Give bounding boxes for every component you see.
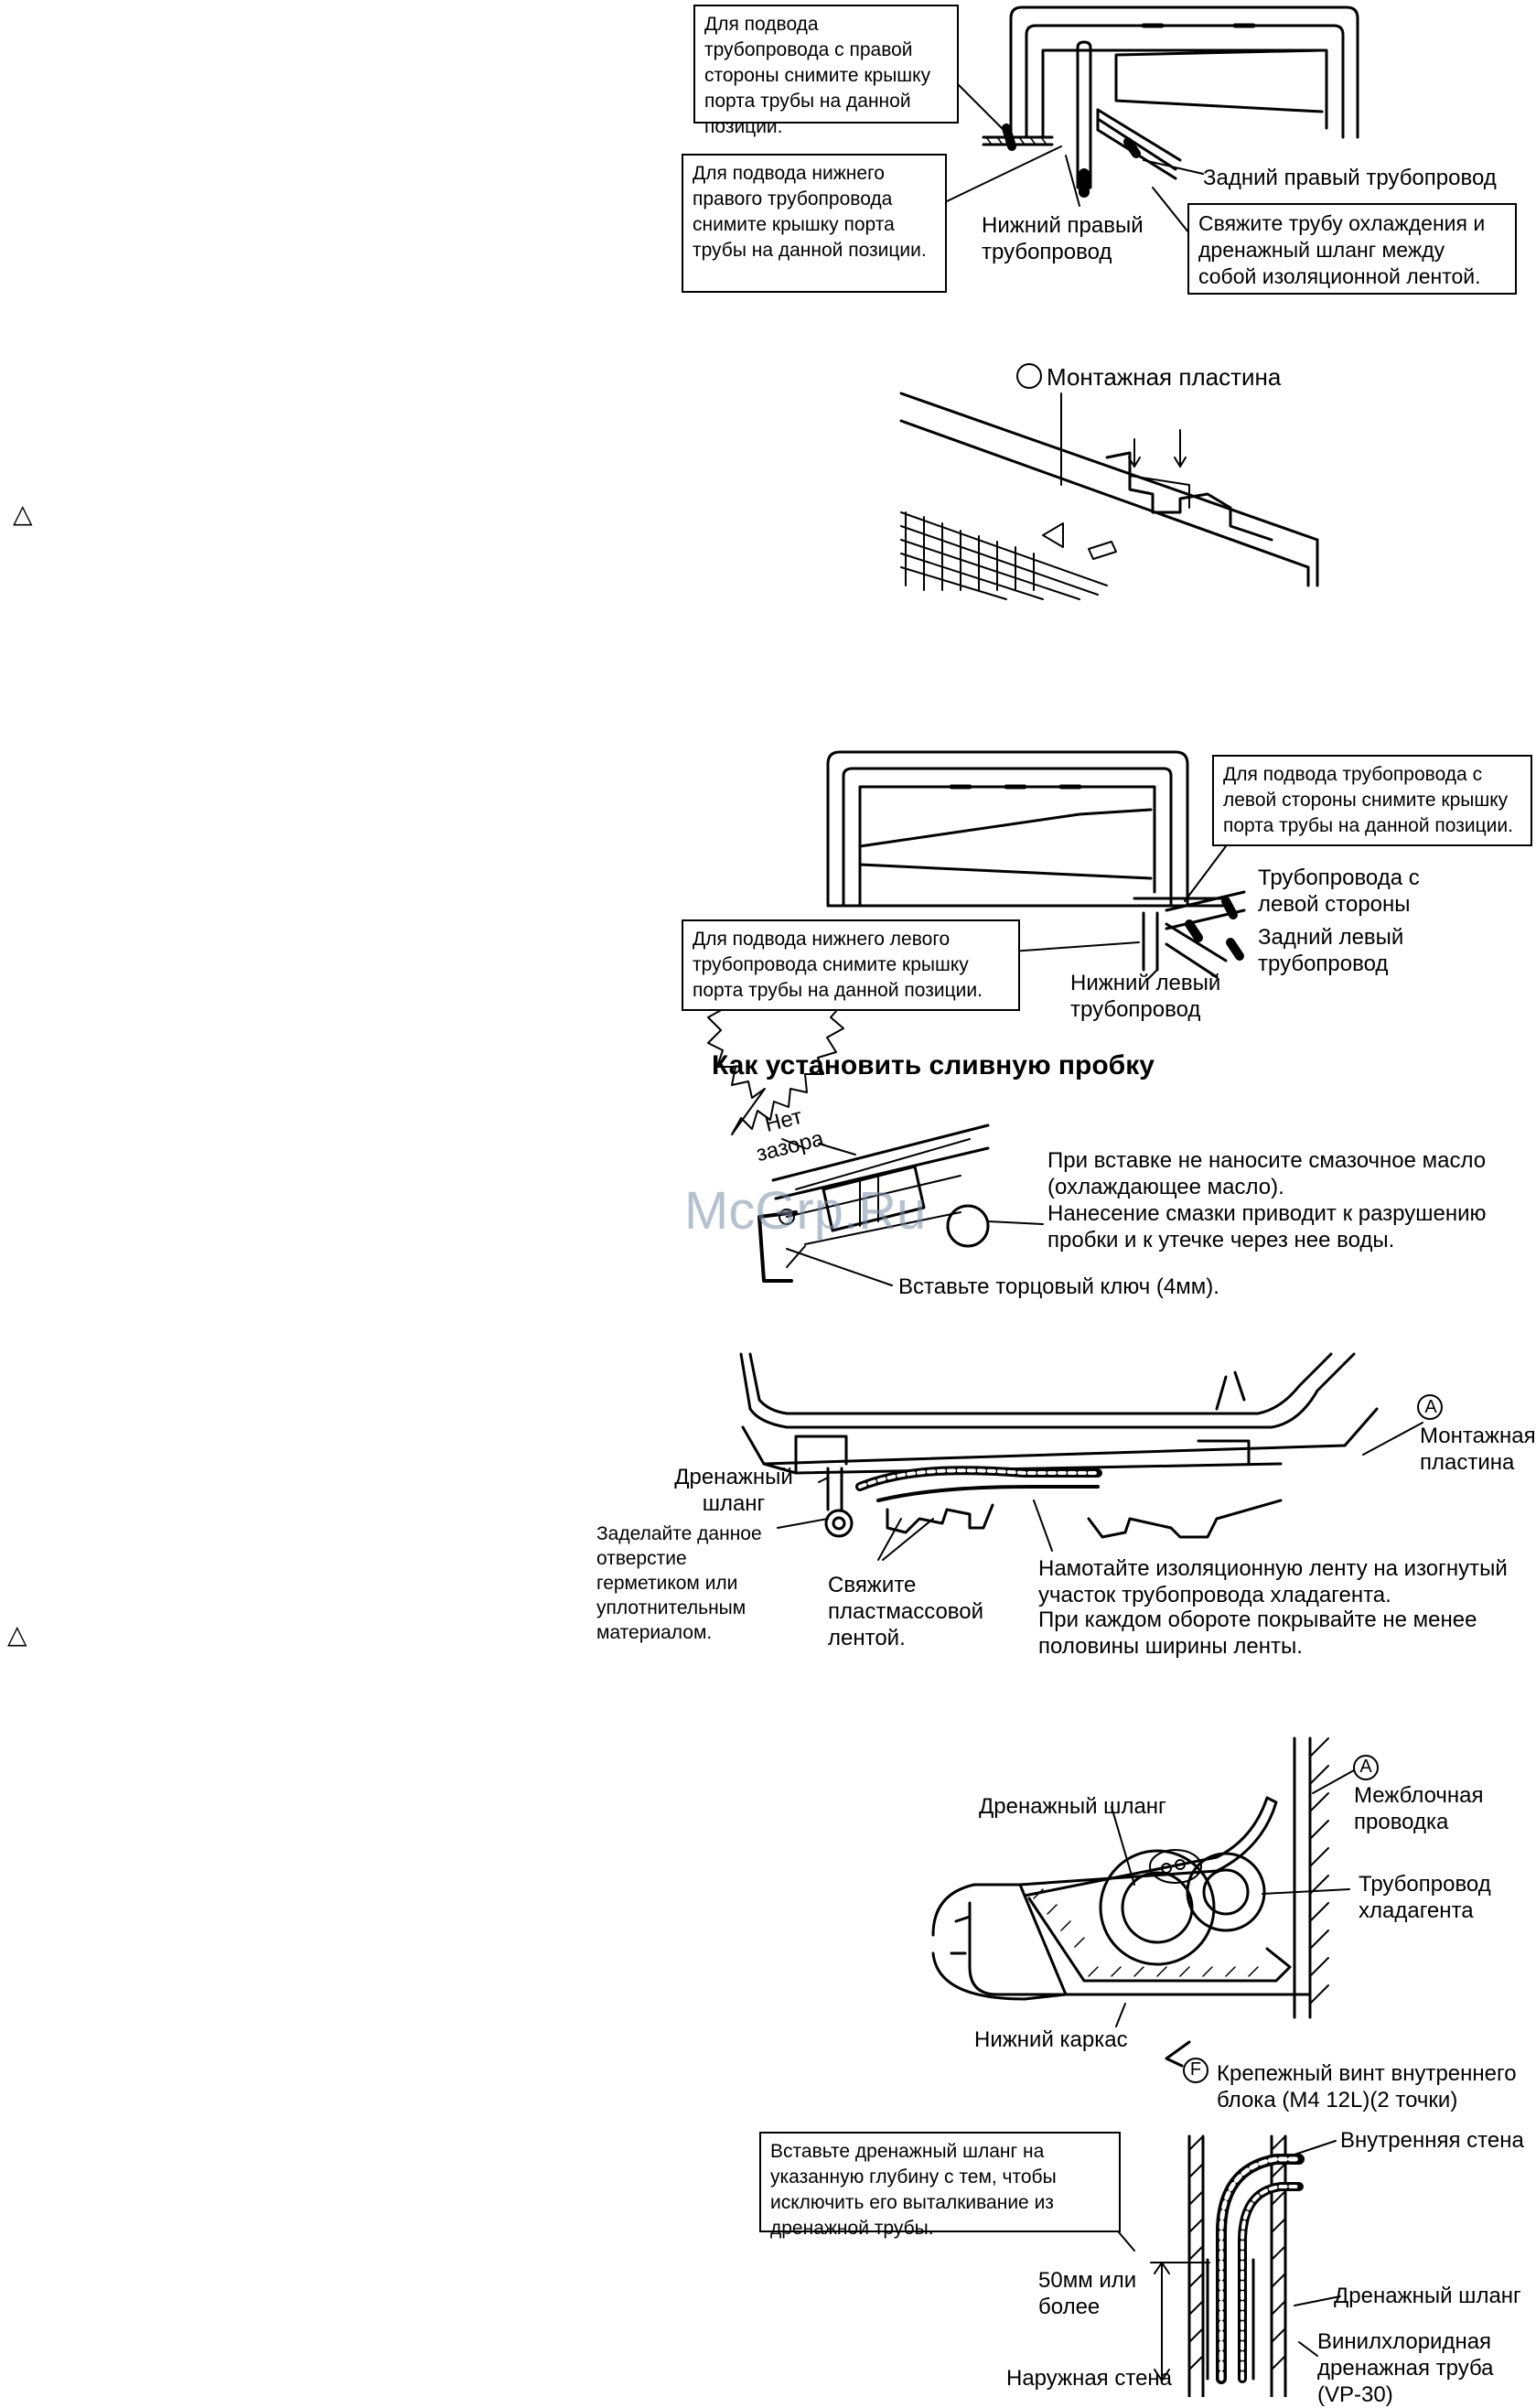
drain-pipe-figure bbox=[1118, 2134, 1341, 2397]
unit-right-side-figure bbox=[946, 5, 1359, 234]
cross-section-figure bbox=[931, 1736, 1379, 2083]
label-pvc-pipe: Винилхлоридная дренажная труба (VP-30) bbox=[1317, 2329, 1494, 2407]
unit-left-side-figure bbox=[826, 750, 1246, 980]
label-refrigerant-pipe: Трубопровод хладагента bbox=[1359, 1872, 1491, 1923]
label-hex-wrench: Вставьте торцовый ключ (4мм). bbox=[898, 1274, 1219, 1299]
note-seal-hole: Заделайте данное отверстие герметиком ил… bbox=[596, 1523, 762, 1643]
label-inner-wall: Внутренняя стена bbox=[1340, 2128, 1524, 2153]
callout-right-side-text: Для подвода трубопровода с правой сторон… bbox=[704, 14, 931, 137]
label-interunit-wiring: Межблочная проводка bbox=[1354, 1783, 1484, 1834]
label-outer-wall: Наружная стена bbox=[1006, 2366, 1173, 2391]
callout-bind-tape-text: Свяжите трубу охлаждения и дренажный шла… bbox=[1198, 211, 1486, 288]
label-rear-right-pipe: Задний правый трубопровод bbox=[1203, 166, 1497, 190]
watermark: McGrp.Ru bbox=[684, 1181, 927, 1241]
label-depth-50mm: 50мм или более bbox=[1038, 2268, 1137, 2319]
callout-drain-depth: Вставьте дренажный шланг на указанную гл… bbox=[759, 2132, 1121, 2239]
label-drain-hose-bottom: Дренажный шланг bbox=[674, 1465, 793, 1516]
label-lower-left-pipe: Нижний левый трубопровод bbox=[1070, 971, 1221, 1022]
callout-lower-left-text: Для подвода нижнего левого трубопровода … bbox=[693, 929, 983, 1001]
heading-drain-plug: Как установить сливную пробку bbox=[712, 1050, 1155, 1080]
warning-triangle-icon: △ bbox=[13, 500, 33, 528]
callout-lower-right-port: Для подвода нижнего правого трубопровода… bbox=[682, 154, 947, 293]
label-drain-hose-pipe: Дренажный шланг bbox=[1334, 2284, 1521, 2308]
callout-left-side-port: Для подвода трубопровода с левой стороны… bbox=[1212, 755, 1532, 846]
label-left-side-pipe: Трубопровода с левой стороны bbox=[1258, 865, 1420, 917]
letter-a-marker-2: A bbox=[1359, 1757, 1372, 1777]
note-wrap-tape: Намотайте изоляционную ленту на изогнуты… bbox=[1038, 1556, 1508, 1607]
warning-triangle-icon-2: △ bbox=[7, 1620, 27, 1649]
label-mounting-plate-bottom: Монтажная пластина bbox=[1420, 1424, 1536, 1475]
letter-a-marker: A bbox=[1424, 1397, 1437, 1417]
note-half-width: При каждом обороте покрывайте не менее п… bbox=[1038, 1607, 1477, 1659]
callout-bind-tape: Свяжите трубу охлаждения и дренажный шла… bbox=[1187, 203, 1517, 295]
label-drain-hose-section: Дренажный шланг bbox=[979, 1794, 1166, 1819]
note-oil-damage: Нанесение смазки приводит к разрушению п… bbox=[1047, 1201, 1487, 1252]
note-tie-plastic: Свяжите пластмассовой лентой. bbox=[828, 1573, 984, 1650]
callout-left-side-text: Для подвода трубопровода с левой стороны… bbox=[1223, 764, 1513, 836]
label-fixing-screw: Крепежный винт внутреннего блока (M4 12L… bbox=[1217, 2061, 1517, 2112]
callout-lower-right-text: Для подвода нижнего правого трубопровода… bbox=[693, 163, 927, 261]
letter-f-marker: F bbox=[1189, 2059, 1202, 2080]
label-lower-right-pipe: Нижний правый трубопровод bbox=[982, 213, 1144, 264]
label-lower-frame: Нижний каркас bbox=[974, 2027, 1128, 2052]
callout-lower-left-port: Для подвода нижнего левого трубопровода … bbox=[682, 919, 1020, 1011]
callout-drain-depth-text: Вставьте дренажный шланг на указанную гл… bbox=[770, 2141, 1057, 2239]
unit-bottom-figure bbox=[739, 1352, 1443, 1561]
callout-right-side-port: Для подвода трубопровода с правой сторон… bbox=[693, 5, 959, 137]
note-no-oil: При вставке не наносите смазочное масло … bbox=[1047, 1148, 1487, 1199]
label-rear-left-pipe: Задний левый трубопровод bbox=[1258, 925, 1404, 976]
mounting-plate-figure bbox=[899, 363, 1319, 600]
label-mounting-plate: Монтажная пластина bbox=[1047, 363, 1282, 391]
